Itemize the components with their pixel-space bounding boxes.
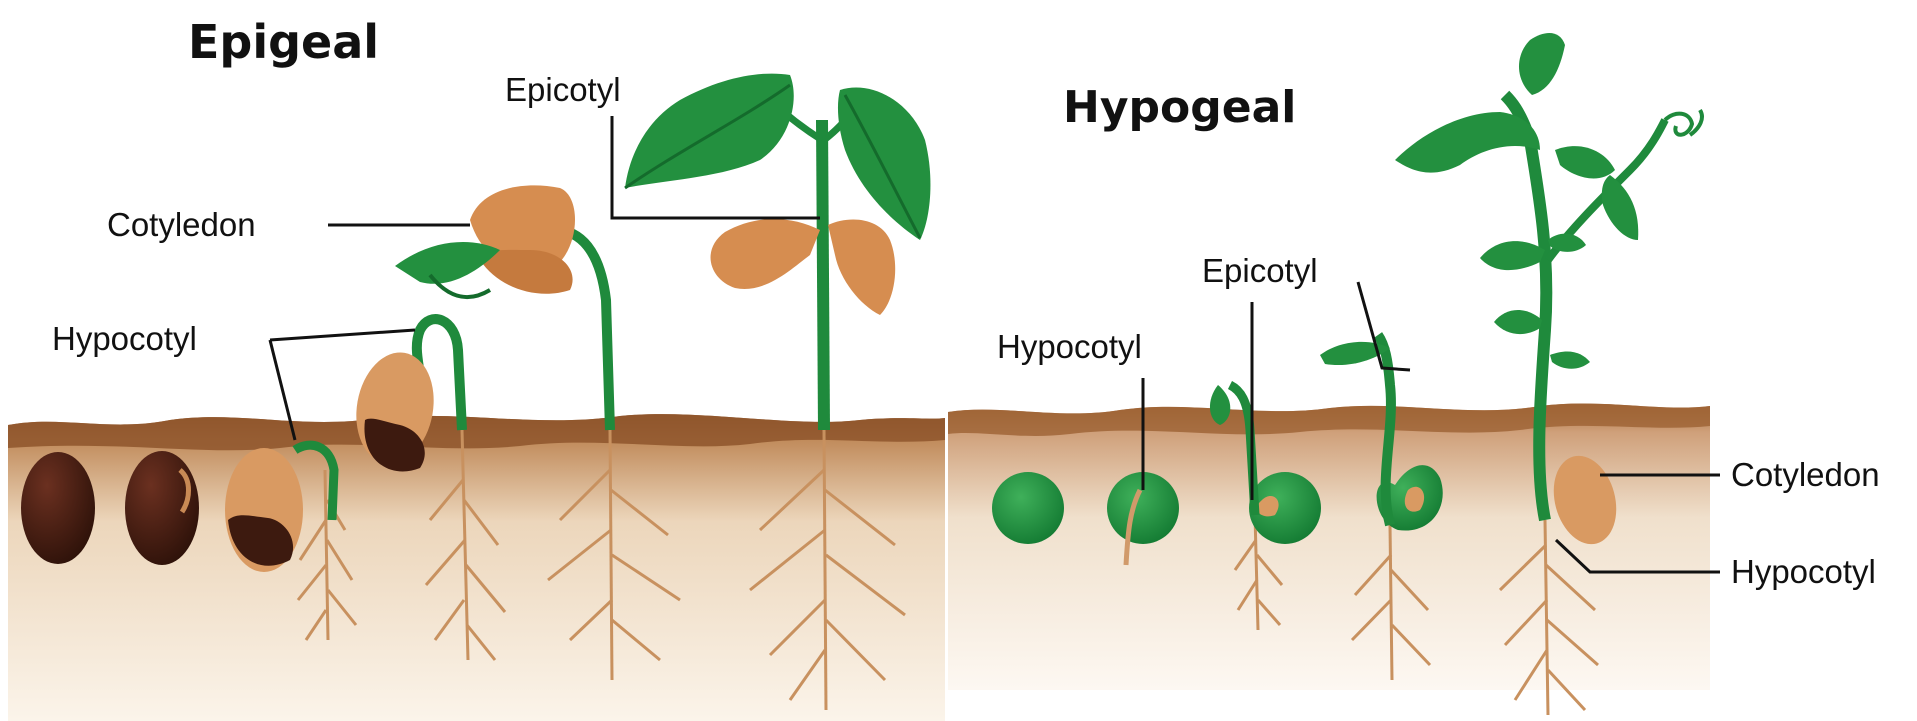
hypogeal-epicotyl-label: Epicotyl: [1202, 252, 1318, 289]
hypogeal-hypocotyl-root-label: Hypocotyl: [1731, 553, 1876, 590]
hypocotyl-leader-a: [270, 330, 415, 340]
epigeal-epicotyl-label: Epicotyl: [505, 71, 621, 108]
epigeal-hypocotyl-label: Hypocotyl: [52, 320, 197, 357]
epigeal-seed-1: [21, 452, 95, 564]
epigeal-cotyledon-label: Cotyledon: [107, 206, 256, 243]
epigeal-seed-2: [125, 451, 199, 565]
epigeal-title: Epigeal: [188, 15, 379, 69]
hypogeal-cotyledon-label: Cotyledon: [1731, 456, 1880, 493]
hypogeal-seed-1: [992, 472, 1064, 544]
hypogeal-hypocotyl-seed-label: Hypocotyl: [997, 328, 1142, 365]
soil-hypogeal: [948, 403, 1710, 690]
hypogeal-title: Hypogeal: [1063, 82, 1296, 133]
